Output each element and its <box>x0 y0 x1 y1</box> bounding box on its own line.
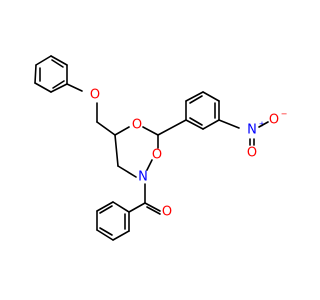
bond <box>96 121 116 136</box>
bond <box>66 83 83 92</box>
bond <box>157 119 187 136</box>
bond <box>34 64 37 84</box>
bond <box>258 121 269 128</box>
nitrophenyl-ring <box>185 91 220 130</box>
bond-inner <box>189 117 203 126</box>
molecule-canvas: O O O N O N + O − O <box>34 55 288 241</box>
atom-o-ring-upper: O <box>132 118 142 133</box>
bond <box>202 119 220 130</box>
bond <box>146 206 161 215</box>
bond <box>142 126 159 136</box>
bond-inner <box>189 95 203 104</box>
central-ring <box>114 126 159 178</box>
bond <box>50 55 68 66</box>
phenoxy-ring <box>34 55 68 93</box>
bond <box>35 55 52 66</box>
atom-n-ring: N <box>138 170 148 185</box>
bond <box>114 134 119 167</box>
bond-inner <box>52 80 65 89</box>
bond <box>146 159 153 171</box>
benzoyl-ring <box>96 201 130 241</box>
bond <box>50 83 68 93</box>
atom-n-nitro: N <box>247 123 257 138</box>
bond <box>34 82 52 93</box>
structure-diagram: O O O N O N + O − O <box>34 55 288 241</box>
bond-inner <box>51 59 64 68</box>
bond <box>114 126 130 136</box>
bond <box>185 91 204 102</box>
bond <box>112 201 130 213</box>
atom-o-nitro-upper: O <box>269 113 279 128</box>
bond <box>128 202 146 213</box>
bond <box>185 119 204 130</box>
bond <box>96 201 114 212</box>
bond <box>112 230 130 241</box>
atom-o-phenoxy: O <box>90 88 100 103</box>
charge-n-nitro: + <box>259 120 266 129</box>
bond <box>202 91 220 102</box>
bond <box>144 202 161 212</box>
bond-inner <box>99 227 113 236</box>
atom-o-nitro-lower: O <box>247 146 257 161</box>
bond <box>96 229 114 241</box>
bond-inner <box>99 205 113 214</box>
atom-o-ring-lower: O <box>152 148 162 163</box>
atom-o-carbonyl: O <box>162 205 172 220</box>
charge-o-nitro: − <box>281 110 288 119</box>
bond <box>117 165 137 178</box>
bond <box>218 119 240 129</box>
